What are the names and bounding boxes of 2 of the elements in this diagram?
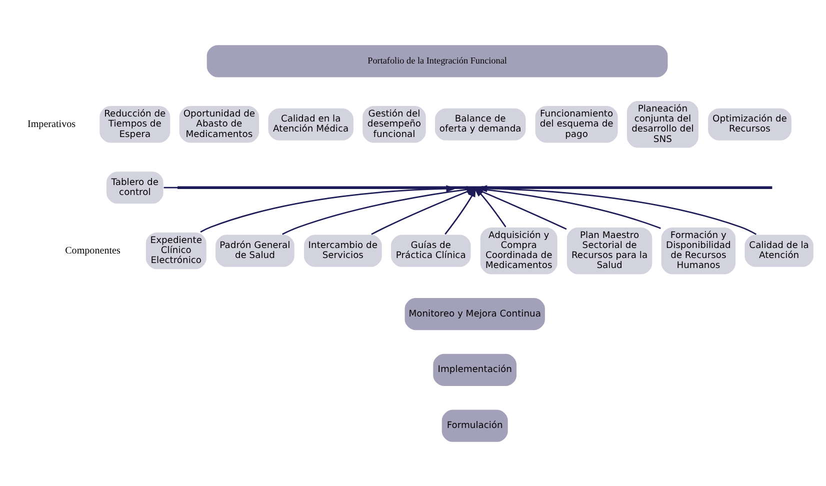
- label: Imperativos: [27, 118, 76, 130]
- label: Componentes: [65, 244, 120, 256]
